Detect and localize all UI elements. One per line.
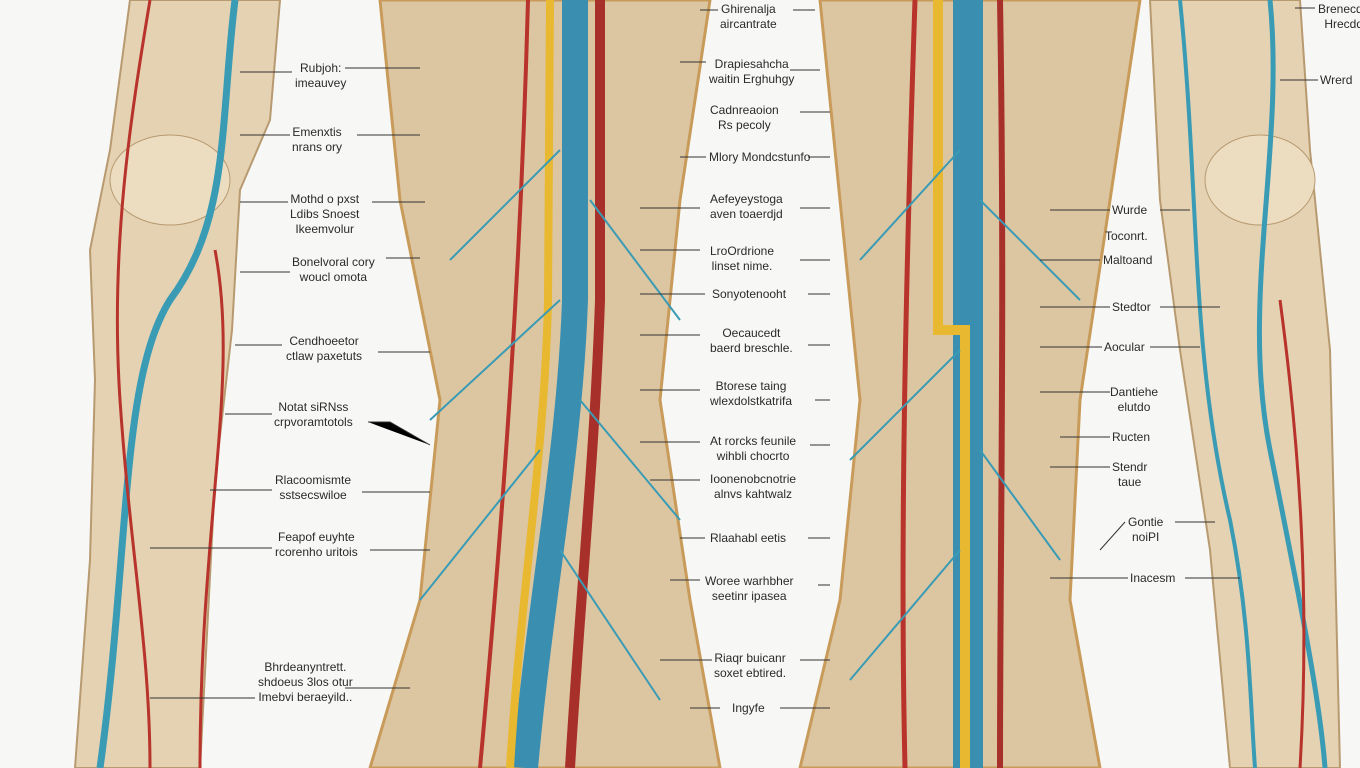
label-right-4: Toconrt. <box>1105 229 1148 243</box>
label-mid-12: Rlaahabl eetis <box>710 531 787 545</box>
artery <box>198 249 225 768</box>
vein <box>1256 0 1328 768</box>
knee-joint <box>109 134 231 226</box>
artery <box>565 0 605 768</box>
nerve <box>506 0 554 768</box>
artery <box>900 0 918 768</box>
nerve <box>933 0 970 768</box>
label-right-1: BrenecdeHrecdd <box>1318 2 1360 31</box>
artery <box>997 0 1006 768</box>
label-right-7: Aocular <box>1104 340 1145 354</box>
artery <box>478 0 530 768</box>
label-mid-4: Mlory Mondcstunfo <box>709 150 811 164</box>
label-right-9: Ructen <box>1112 430 1151 444</box>
label-mid-7: Sonyotenooht <box>712 287 787 301</box>
label-right-5: Maltoand <box>1103 253 1153 267</box>
label-mid-15: Ingyfe <box>732 701 765 715</box>
vein-branches <box>849 149 1081 681</box>
leg-left <box>73 0 282 768</box>
artery <box>115 0 152 768</box>
label-left-1: Rubjoh:imeauvey <box>295 61 347 90</box>
vein <box>1178 0 1257 768</box>
vein <box>96 0 239 768</box>
label-right-2: Wrerd <box>1320 73 1353 87</box>
knee-joint <box>1204 134 1316 226</box>
label-right-3: Wurde <box>1112 203 1148 217</box>
vein-branches <box>419 149 681 701</box>
label-right-6: Stedtor <box>1112 300 1151 314</box>
leader-lines <box>150 7 1318 709</box>
label-right-12: Inacesm <box>1130 571 1176 585</box>
artery <box>1278 299 1306 768</box>
vein-main <box>512 0 588 768</box>
